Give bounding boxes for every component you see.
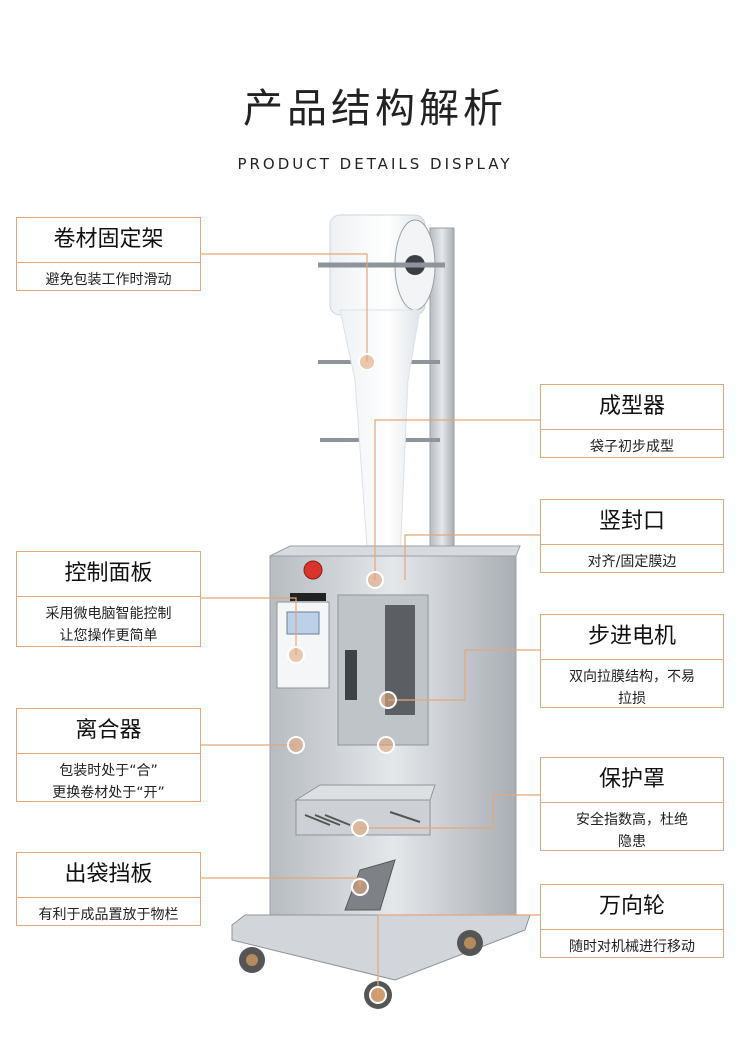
callout-bag-baffle: 出袋挡板 有利于成品置放于物栏	[16, 852, 201, 926]
callout-desc: 双向拉膜结构，不易 拉损	[569, 669, 695, 707]
callout-desc: 对齐/固定膜边	[587, 554, 677, 570]
page-subtitle: PRODUCT DETAILS DISPLAY	[237, 155, 513, 173]
callout-title: 卷材固定架	[17, 218, 200, 263]
callout-desc: 避免包装工作时滑动	[45, 272, 172, 288]
callout-desc: 包装时处于“合” 更换卷材处于“开”	[52, 763, 165, 801]
page-title: 产品结构解析	[243, 86, 507, 132]
callout-desc: 有利于成品置放于物栏	[38, 907, 179, 923]
callout-title: 成型器	[541, 385, 723, 430]
callout-title: 步进电机	[541, 615, 723, 660]
callout-title: 竖封口	[541, 500, 723, 545]
callout-title: 离合器	[17, 709, 200, 754]
callout-former: 成型器 袋子初步成型	[540, 384, 724, 458]
callout-title: 控制面板	[17, 552, 200, 597]
callout-stepper-motor: 步进电机 双向拉膜结构，不易 拉损	[540, 614, 724, 708]
callout-control-panel: 控制面板 采用微电脑智能控制 让您操作更简单	[16, 551, 201, 647]
callout-title: 出袋挡板	[17, 853, 200, 898]
callout-guard: 保护罩 安全指数高，杜绝 隐患	[540, 757, 724, 851]
callout-desc: 随时对机械进行移动	[569, 939, 695, 955]
base-platform	[231, 914, 531, 981]
callout-roll-holder: 卷材固定架 避免包装工作时滑动	[16, 217, 201, 291]
callout-vertical-seal: 竖封口 对齐/固定膜边	[540, 499, 724, 573]
callout-title: 万向轮	[541, 885, 723, 930]
callout-desc: 安全指数高，杜绝 隐患	[576, 812, 688, 850]
callout-desc: 袋子初步成型	[590, 439, 674, 455]
emergency-stop	[303, 560, 323, 580]
callout-casters: 万向轮 随时对机械进行移动	[540, 884, 724, 958]
callout-desc: 采用微电脑智能控制 让您操作更简单	[45, 606, 172, 644]
callout-title: 保护罩	[541, 758, 723, 803]
callout-clutch: 离合器 包装时处于“合” 更换卷材处于“开”	[16, 708, 201, 802]
